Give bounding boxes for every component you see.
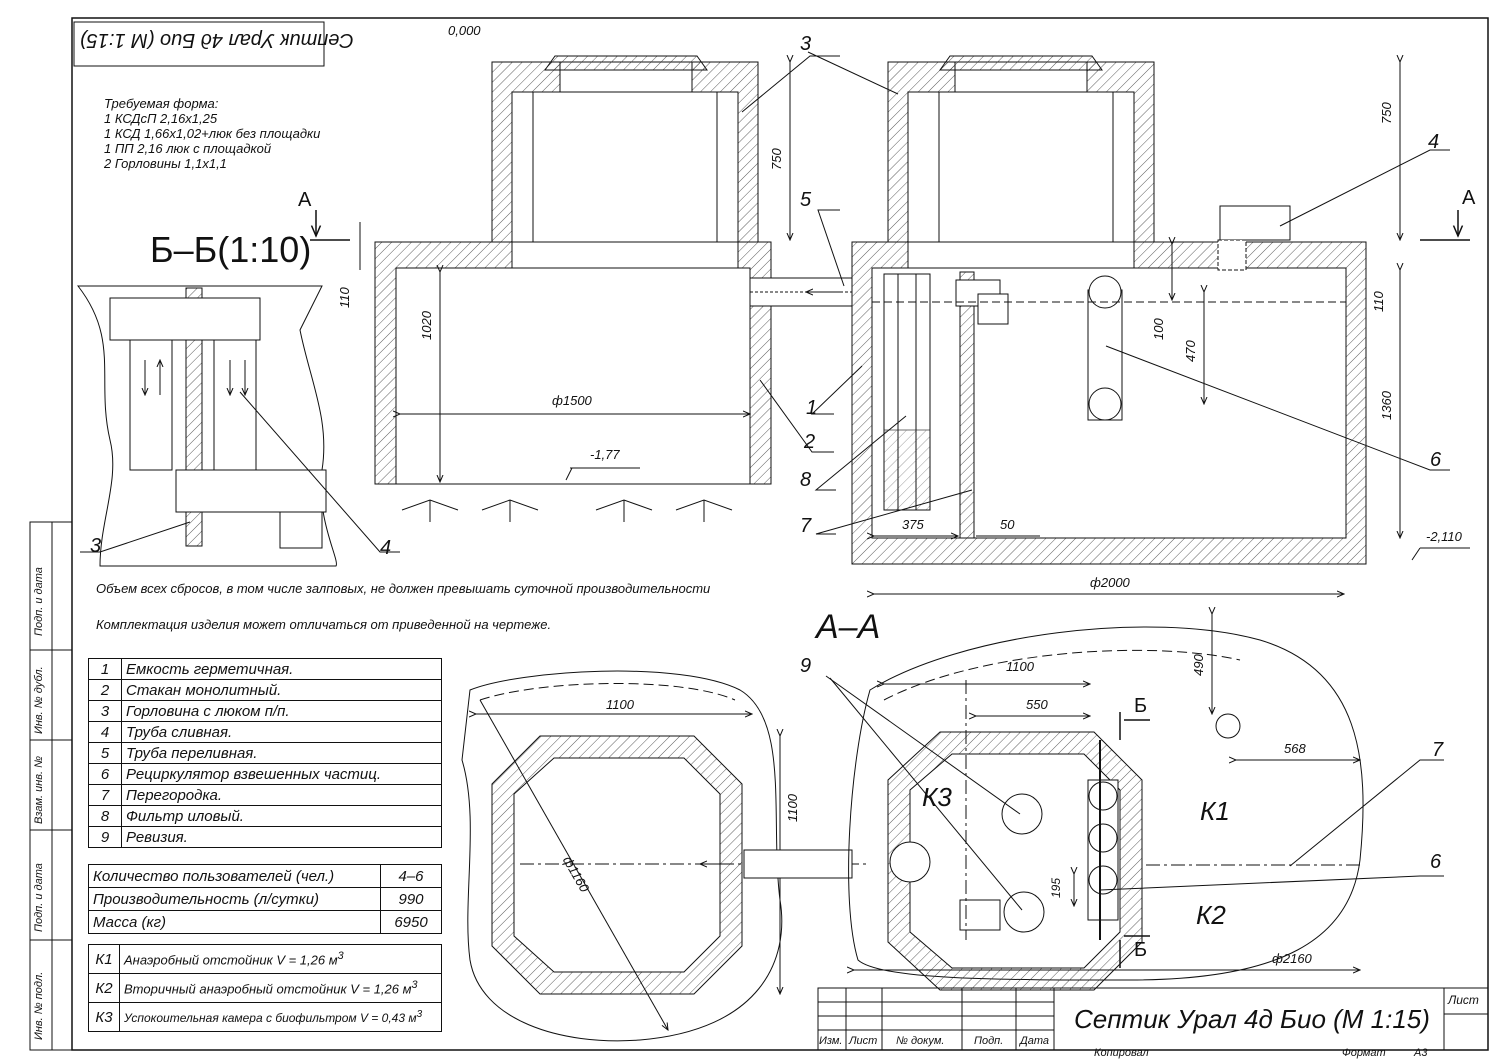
side-stamp-replace-inv: Взам. инв. № bbox=[33, 755, 45, 824]
callout-7: 7 bbox=[800, 515, 812, 537]
leader-lines bbox=[80, 51, 1450, 911]
cut-mark-b-top: Б bbox=[1134, 695, 1148, 717]
callout-7-plan: 7 bbox=[1432, 739, 1444, 761]
callout-3-top: 3 bbox=[800, 33, 812, 55]
title-block-title: Септик Урал 4д Био (М 1:15) bbox=[1074, 1004, 1430, 1034]
table-row: Масса (кг)6950 bbox=[88, 910, 442, 934]
plan-left-tank bbox=[461, 670, 870, 1042]
dim-110-left: 110 bbox=[337, 287, 352, 308]
dim-750-right: 750 bbox=[1379, 102, 1394, 124]
chamber-k1-label: К1 bbox=[1200, 796, 1230, 826]
dim-1100-plan-vertical: 1100 bbox=[785, 794, 800, 822]
callout-5: 5 bbox=[800, 189, 812, 211]
chamber-k2-label: К2 bbox=[1196, 900, 1226, 930]
cut-markers-b bbox=[1124, 719, 1150, 937]
level-2110: -2,110 bbox=[1426, 529, 1462, 544]
upside-title-box bbox=[73, 21, 325, 67]
callout-8: 8 bbox=[800, 469, 812, 491]
dim-2160: ф2160 bbox=[1272, 951, 1312, 966]
callout-4-section: 4 bbox=[1428, 131, 1440, 153]
table-row: Производительность (л/сутки)990 bbox=[88, 887, 442, 911]
note-volume: Объем всех сбросов, в том числе залповых… bbox=[96, 581, 711, 596]
dim-50: 50 bbox=[1000, 517, 1015, 532]
title-block-copied: Копировал bbox=[1094, 1047, 1149, 1059]
callout-6-plan: 6 bbox=[1430, 851, 1442, 873]
dim-1500: ф1500 bbox=[552, 393, 592, 408]
plan-right-tank bbox=[849, 614, 1364, 991]
side-stamp-frame bbox=[29, 521, 73, 1051]
upside-down-title: Септик Урал 4д Био (М 1:15) bbox=[80, 29, 354, 51]
title-block-format-value: А3 bbox=[1414, 1047, 1428, 1059]
dim-100: 100 bbox=[1151, 318, 1166, 340]
side-stamp-dup-inv: Инв. № дубл. bbox=[33, 666, 45, 734]
required-form-line: 1 ПП 2,16 люк с площадкой bbox=[104, 141, 272, 156]
required-form-line: 1 КСДсП 2,16х1,25 bbox=[104, 111, 218, 126]
right-tank-section bbox=[851, 56, 1470, 594]
callout-3-detail: 3 bbox=[90, 535, 102, 557]
tb-header-change: Изм. bbox=[819, 1035, 843, 1047]
note-equipment: Комплектация изделия может отличаться от… bbox=[96, 617, 552, 632]
side-stamp-sign-date-1: Подп. и дата bbox=[33, 567, 45, 636]
dim-470: 470 bbox=[1183, 340, 1198, 362]
specs-table: Количество пользователей (чел.)4–6 Произ… bbox=[88, 864, 442, 934]
title-block-lines bbox=[817, 987, 1489, 1051]
dim-1100-plan-left: 1100 bbox=[606, 697, 634, 712]
dim-490: 490 bbox=[1191, 654, 1206, 676]
side-stamp-sign-date-2: Подп. и дата bbox=[33, 863, 45, 932]
callout-2: 2 bbox=[804, 431, 816, 453]
cut-mark-a-right: А bbox=[1462, 187, 1476, 209]
dim-1020: 1020 bbox=[419, 311, 434, 340]
callout-6-section: 6 bbox=[1430, 449, 1442, 471]
required-form-heading: Требуемая форма: bbox=[104, 96, 219, 111]
dim-568: 568 bbox=[1284, 741, 1306, 756]
tb-header-date: Дата bbox=[1020, 1035, 1050, 1047]
dim-375: 375 bbox=[902, 517, 924, 532]
title-block-sheet-label: Лист bbox=[1448, 993, 1479, 1007]
required-form-note: Требуемая форма: 1 КСДсП 2,16х1,25 1 КСД… bbox=[104, 96, 320, 171]
required-form-line: 1 КСД 1,66х1,02+люк без площадки bbox=[104, 126, 321, 141]
dim-195: 195 bbox=[1049, 877, 1063, 898]
section-bb-detail bbox=[76, 285, 337, 567]
dim-550: 550 bbox=[1026, 697, 1048, 712]
cut-mark-b-bottom: Б bbox=[1134, 939, 1148, 961]
required-form-line: 2 Горловины 1,1х1,1 bbox=[104, 156, 227, 171]
dim-1360: 1360 bbox=[1379, 391, 1394, 420]
tb-header-sheet: Лист bbox=[849, 1035, 878, 1047]
section-aa-title: А–А bbox=[816, 608, 881, 646]
callout-1: 1 bbox=[806, 397, 818, 419]
dim-110-right: 110 bbox=[1371, 291, 1386, 312]
table-row: Количество пользователей (чел.)4–6 bbox=[88, 864, 442, 888]
tb-header-doc: № докум. bbox=[896, 1035, 945, 1047]
dim-2000: ф2000 bbox=[1090, 575, 1130, 590]
dim-1100-plan-right: 1100 bbox=[1006, 659, 1034, 674]
level-177: -1,77 bbox=[590, 447, 620, 462]
callout-9: 9 bbox=[800, 655, 812, 677]
callout-4-detail: 4 bbox=[380, 537, 392, 559]
dim-750-left: 750 bbox=[769, 148, 784, 170]
section-bb-title: Б–Б(1:10) bbox=[150, 229, 312, 270]
left-tank-section bbox=[359, 56, 853, 522]
level-zero: 0,000 bbox=[448, 23, 481, 38]
tb-header-sign: Подп. bbox=[974, 1035, 1004, 1047]
title-block-format-label: Формат bbox=[1342, 1047, 1386, 1059]
cut-markers-a bbox=[310, 210, 1470, 241]
chamber-k3-label: К3 bbox=[922, 782, 952, 812]
cut-mark-a-left: А bbox=[298, 189, 312, 211]
side-stamp-orig-inv: Инв. № подл. bbox=[33, 971, 45, 1040]
